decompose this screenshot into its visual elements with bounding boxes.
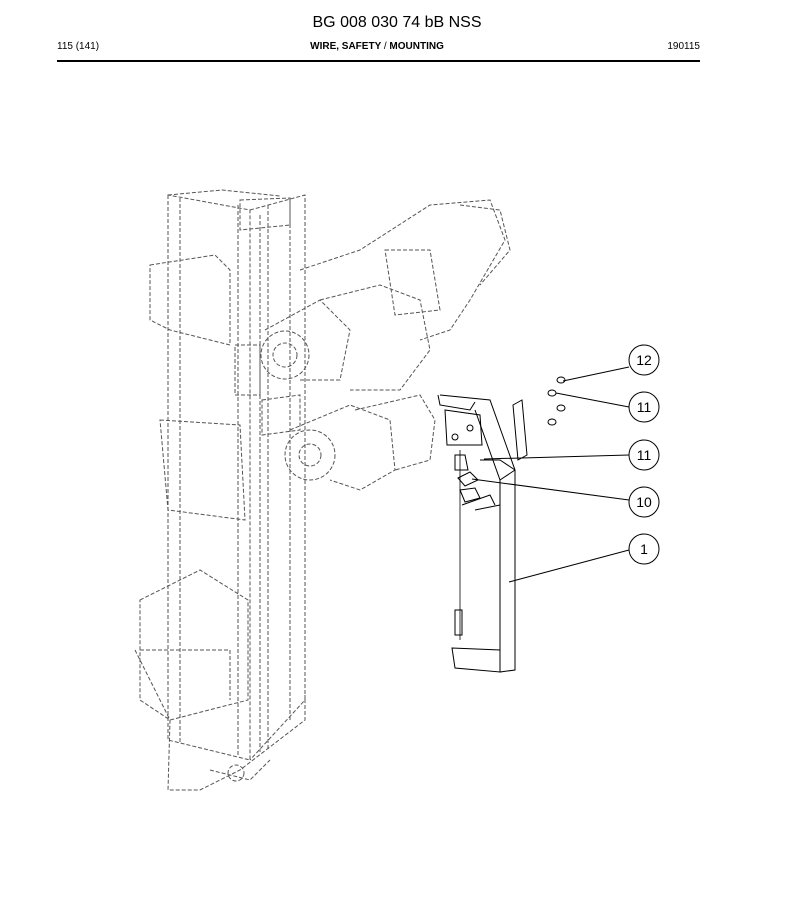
mast-phantom bbox=[134, 189, 306, 791]
section-title-main: WIRE, SAFETY bbox=[310, 41, 382, 52]
callout-1: 1 bbox=[628, 533, 660, 565]
safety-wire-bracket bbox=[437, 394, 528, 673]
section-title-separator: / bbox=[383, 41, 387, 52]
callout-12-label: 12 bbox=[636, 352, 652, 368]
motor-assembly-phantom bbox=[234, 199, 511, 491]
callout-10: 10 bbox=[628, 486, 660, 518]
callout-1-label: 1 bbox=[640, 541, 648, 557]
callout-11-lower: 11 bbox=[628, 439, 660, 471]
callout-11-upper-label: 11 bbox=[637, 399, 652, 415]
leader-lines bbox=[471, 366, 630, 583]
header-rule bbox=[57, 60, 700, 62]
section-title: WIRE, SAFETY / MOUNTING bbox=[0, 41, 754, 52]
section-title-sub: MOUNTING bbox=[389, 41, 444, 52]
callout-10-label: 10 bbox=[636, 494, 652, 510]
document-title: BG 008 030 74 bB NSS bbox=[312, 14, 482, 31]
callout-11-upper: 11 bbox=[628, 391, 660, 423]
page-number: 115 (141) bbox=[57, 41, 100, 52]
document-date: 190115 bbox=[667, 41, 700, 52]
callout-11-lower-label: 11 bbox=[637, 447, 652, 463]
callout-12: 12 bbox=[628, 344, 660, 376]
loose-hardware bbox=[547, 376, 566, 426]
